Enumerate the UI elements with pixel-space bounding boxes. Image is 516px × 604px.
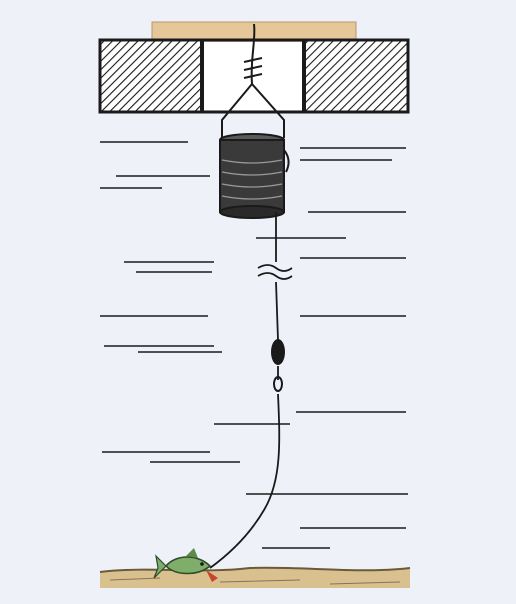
bait-fish-icon — [153, 548, 218, 582]
water-lines — [100, 141, 408, 549]
hanger-line — [221, 23, 285, 138]
float-bobber-icon — [271, 339, 285, 365]
fishing-line — [209, 212, 293, 569]
line-reel-can-icon — [219, 133, 290, 219]
lake-bottom-icon — [99, 566, 411, 588]
swivel-icon — [273, 376, 283, 392]
